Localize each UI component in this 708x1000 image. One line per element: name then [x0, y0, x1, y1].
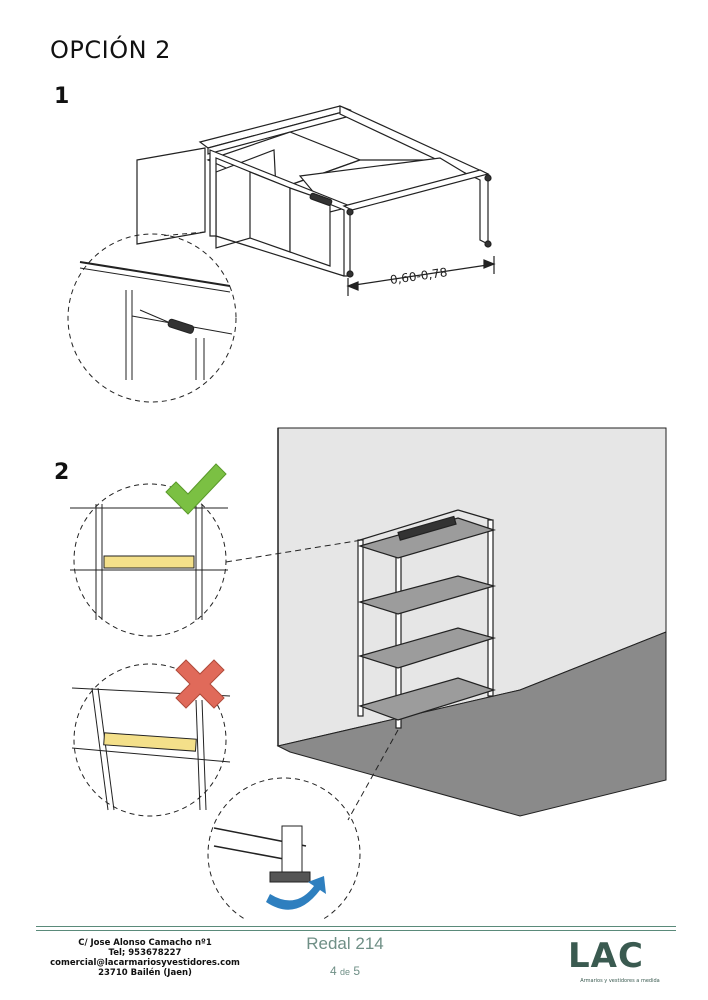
standing-shelf — [357, 509, 497, 729]
cross-icon — [175, 659, 225, 709]
check-icon — [165, 463, 227, 515]
company-logo: LAC — [568, 936, 644, 976]
product-name: Redal 214 — [306, 934, 384, 953]
foot-adjust-detail — [207, 729, 399, 920]
page-title: OPCIÓN 2 — [50, 36, 171, 64]
address-line-4: 23710 Bailén (Jaen) — [98, 968, 192, 978]
step1-shelf-unit — [136, 105, 496, 296]
step-number-1: 1 — [54, 84, 70, 109]
rotate-arrow-icon — [266, 876, 326, 910]
assembly-diagram: 0,60-0,78 — [67, 105, 667, 920]
address-line-2: Tel; 953678227 — [108, 948, 182, 958]
level-wrong-detail — [71, 663, 231, 817]
company-address: C/ Jose Alonso Camacho nº1 Tel; 95367822… — [50, 938, 240, 978]
footer-divider — [36, 926, 676, 927]
page-indicator: 4 de 5 — [290, 964, 400, 978]
footer-divider-2 — [36, 930, 676, 931]
level-ok-detail — [70, 483, 363, 637]
address-line-1: C/ Jose Alonso Camacho nº1 — [78, 938, 212, 948]
address-line-3: comercial@lacarmariosyvestidores.com — [50, 958, 240, 968]
page-current: 4 — [329, 964, 337, 978]
page-sep: de — [339, 967, 350, 977]
step-number-2: 2 — [54, 460, 70, 485]
page-total: 5 — [353, 964, 361, 978]
step1-detail-circle — [67, 231, 237, 403]
room-scene — [276, 427, 667, 817]
logo-tagline: Armarios y vestidores a medida — [580, 978, 660, 984]
dimension-label: 0,60-0,78 — [389, 265, 448, 287]
